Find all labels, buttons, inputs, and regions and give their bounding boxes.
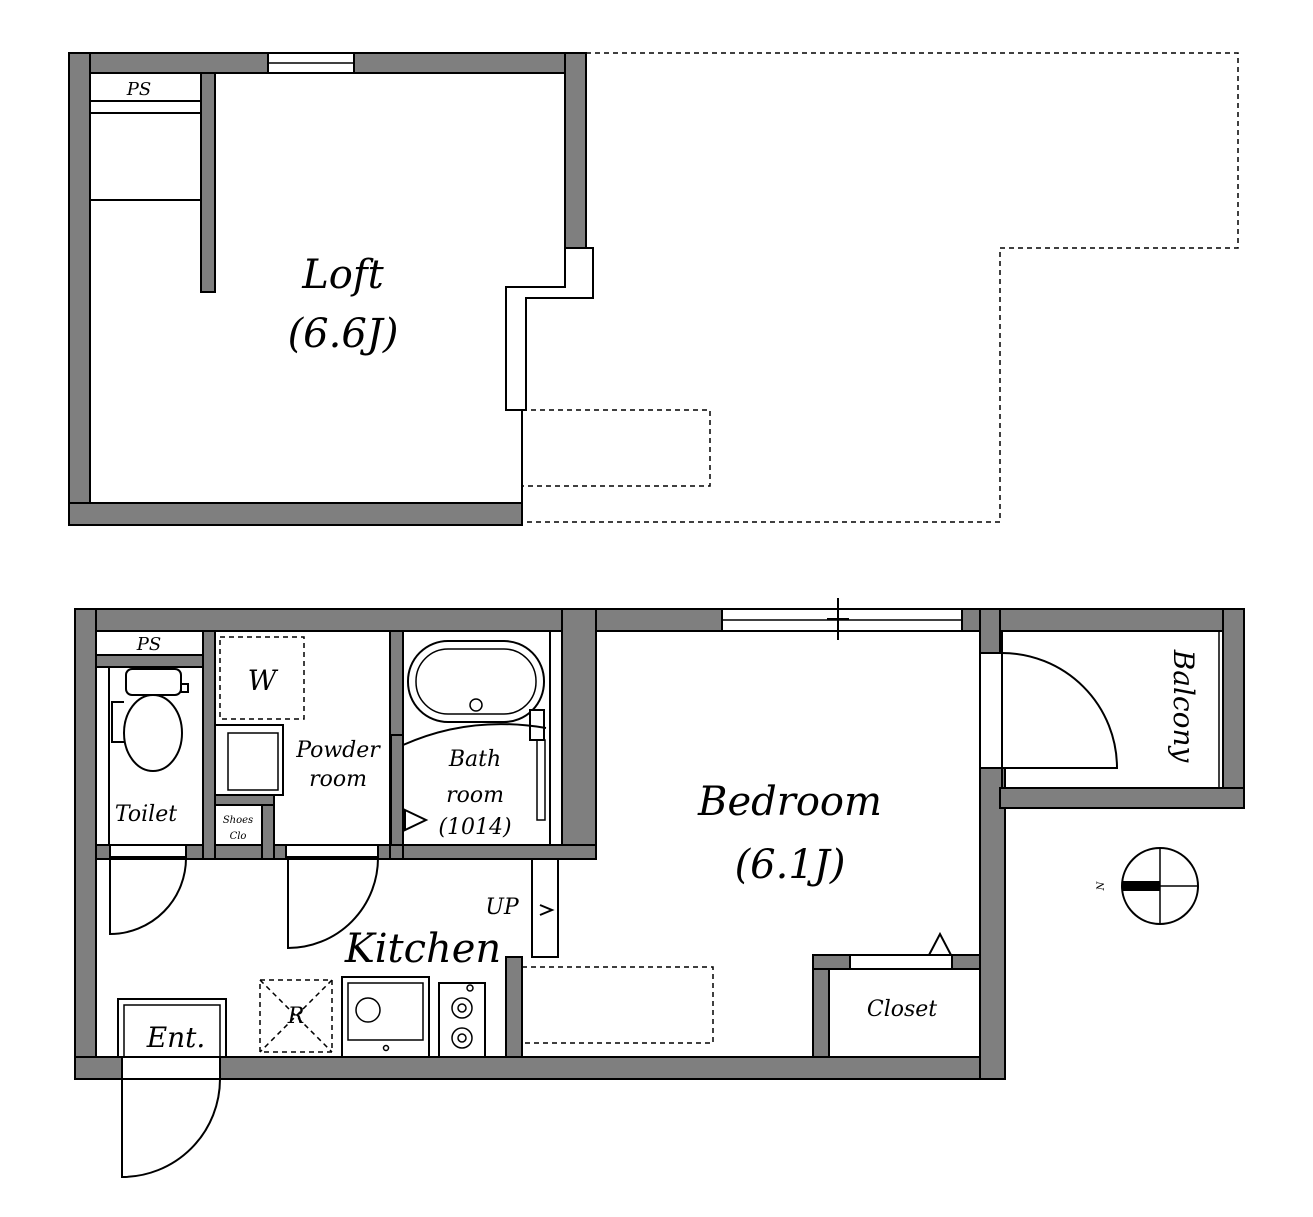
stove-burner-top	[451, 997, 473, 1019]
toilet-label: Toilet	[115, 802, 177, 827]
washer-space	[219, 636, 305, 720]
bathtub	[407, 640, 545, 723]
balcony-door[interactable]	[1001, 652, 1119, 769]
loft-wall-bottom	[68, 502, 523, 526]
wall-bath-right	[561, 608, 597, 860]
wall-right-lower	[979, 767, 1006, 1080]
fridge-space	[259, 979, 333, 1053]
toilet-tank	[125, 668, 182, 696]
loft-size: (6.6J)	[288, 311, 399, 357]
bedroom-size: (6.1J)	[735, 842, 846, 888]
wall-bedroom-top-right	[979, 608, 1001, 654]
wall-closet-top	[812, 954, 851, 970]
shoes-label-2: Clo	[230, 831, 247, 842]
up-label: UP	[485, 895, 520, 920]
closet-door-rail[interactable]	[849, 954, 953, 970]
north-compass: N	[1096, 847, 1199, 925]
wall-balcony-right	[1222, 608, 1245, 809]
bath-drain	[469, 698, 483, 712]
kitchen-counter-dashed	[521, 966, 714, 1044]
vanity-sink	[214, 724, 284, 796]
toilet-door[interactable]	[109, 856, 188, 936]
wall-left	[74, 608, 97, 1080]
bedroom-label: Bedroom	[697, 779, 882, 825]
bath-label-2: room	[446, 783, 504, 808]
bath-label-1: Bath	[448, 747, 501, 772]
wall-kitchen-counter-right	[505, 956, 523, 1058]
ground-ps-box	[95, 630, 204, 656]
loft-ps-label: PS	[126, 79, 151, 100]
wall-top-right	[959, 608, 1245, 632]
wall-closet-top-right	[951, 954, 981, 970]
compass-north-label: N	[1096, 880, 1107, 891]
ground-ps-label: PS	[136, 634, 161, 655]
compass-needle	[1122, 881, 1160, 891]
kitchen-sink	[341, 976, 430, 1058]
wall-toilet-right	[202, 630, 216, 860]
kitchen-stove	[438, 982, 486, 1058]
loft-plan: PS Loft (6.6J)	[68, 52, 1239, 526]
ground-plan: PS Toilet W Shoes Clo Powder room Bath r…	[74, 598, 1245, 1179]
washer-label: W	[248, 664, 279, 697]
bath-label-3: (1014)	[438, 815, 511, 840]
wall-balcony-bottom	[999, 787, 1245, 809]
balcony-area	[1001, 630, 1224, 789]
bath-door-arrow	[404, 808, 429, 832]
powder-label-2: room	[309, 767, 367, 792]
entrance-area	[117, 998, 227, 1058]
loft-wall-left	[68, 52, 91, 526]
toilet-bowl	[123, 694, 183, 772]
loft-wall-right	[564, 52, 587, 249]
stove-burner-bottom	[451, 1027, 473, 1049]
loft-void-inner	[521, 409, 711, 487]
balcony-label: Balcony	[1167, 649, 1200, 764]
powder-door[interactable]	[287, 856, 380, 950]
loft-ps-box	[89, 72, 202, 102]
loft-shelf	[89, 112, 202, 201]
shoes-label-1: Shoes	[223, 815, 253, 826]
fridge-label: R	[287, 1004, 305, 1029]
closet-label: Closet	[867, 997, 937, 1022]
wall-shoes-top	[214, 794, 275, 806]
closet-room	[828, 968, 981, 1058]
toilet-lever	[180, 683, 189, 693]
wall-toilet-top	[95, 654, 204, 668]
loft-name: Loft	[301, 252, 384, 298]
loft-partition	[200, 72, 216, 293]
wall-closet-left	[812, 954, 830, 1058]
powder-label-1: Powder	[295, 738, 381, 763]
loft-right-notch	[505, 247, 594, 411]
loft-void-outline	[522, 52, 1239, 523]
kitchen-label: Kitchen	[344, 926, 501, 972]
entrance-label: Ent.	[146, 1021, 206, 1054]
entrance-door[interactable]	[121, 1078, 221, 1179]
closet-door-arrow	[927, 931, 953, 956]
